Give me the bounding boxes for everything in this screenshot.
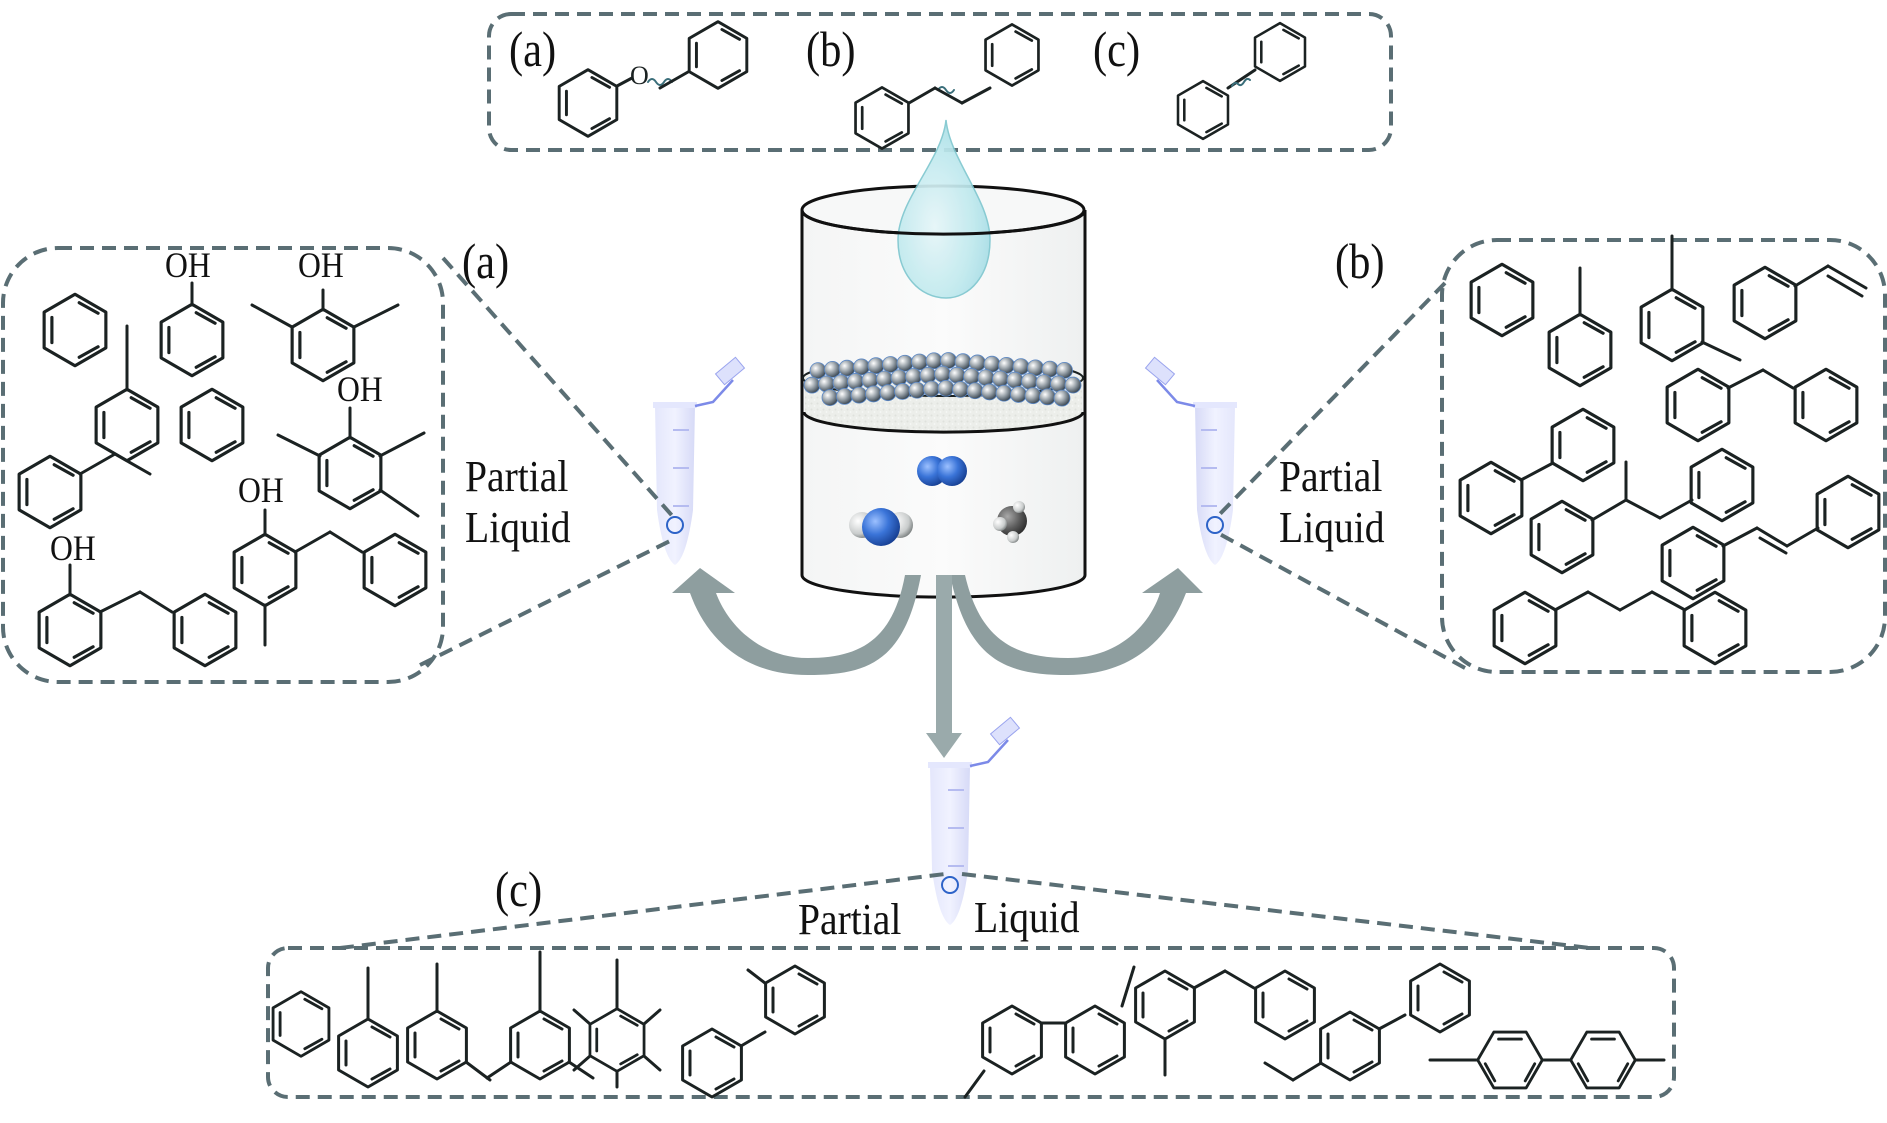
reactor (800, 119, 1087, 599)
catalyst-particle (981, 383, 998, 401)
diatomic-molecule-icon (917, 456, 967, 486)
tube-cap (989, 716, 1021, 746)
catalyst-particle (995, 384, 1013, 402)
tube-body (930, 766, 970, 925)
tube-cap (714, 356, 746, 386)
svg-text:O: O (630, 61, 649, 90)
tube-rim (928, 762, 972, 768)
liquid-text: Liquid (1279, 502, 1385, 552)
panel-b-molecules (1458, 234, 1881, 666)
panel-b-border (1440, 238, 1887, 674)
catalyst-particle-layer (802, 352, 1084, 407)
molecule-biphenyl (1176, 21, 1307, 141)
methane-molecule-icon (993, 501, 1027, 543)
catalyst-particle (1024, 387, 1042, 405)
oh-label: OH (298, 245, 344, 285)
oh-label: OH (337, 369, 383, 409)
tube-hinge (694, 379, 734, 408)
catalyst-particle (836, 387, 853, 405)
ammonia-like-molecule-icon (849, 508, 913, 546)
sample-tube-left (653, 356, 746, 565)
partial-text: Partial (465, 452, 569, 501)
oh-label: OH (50, 528, 96, 568)
catalyst-particle (1053, 389, 1071, 407)
panel-a-liquid-label: Partial Liquid (465, 452, 571, 553)
molecule-benzyl-phenyl-ether: O (557, 20, 749, 138)
panel-a-molecules (17, 281, 428, 668)
sample-point-marker (666, 516, 684, 534)
tube-hinge (1156, 379, 1196, 408)
catalyst-particle (1021, 372, 1038, 390)
panel-b-liquid-label: Partial Liquid (1279, 452, 1385, 553)
panel-b-label: (b) (1335, 233, 1385, 289)
panel-c-molecules (271, 950, 1666, 1099)
tube-rim (1193, 402, 1237, 408)
catalyst-particle (923, 380, 940, 398)
partial-text: Partial (1279, 452, 1383, 501)
catalyst-particle (963, 368, 980, 385)
top-panel: O (487, 12, 1393, 152)
catalyst-particle (1039, 388, 1056, 406)
catalyst-particle (1006, 371, 1024, 389)
panel-b (1214, 234, 1887, 674)
sample-point-marker (941, 876, 959, 894)
catalyst-particle (1064, 376, 1082, 394)
catalyst-particle (952, 381, 969, 398)
molecule-bibenzyl (854, 23, 1040, 150)
catalyst-particle (879, 384, 897, 402)
oh-label: OH (165, 245, 211, 285)
catalyst-particle (992, 370, 1009, 388)
catalyst-particle (1035, 374, 1053, 391)
panel-c-liquid-liquid: Liquid (974, 893, 1080, 942)
tube-hinge (969, 739, 1009, 768)
catalyst-particle (908, 381, 926, 399)
tube-body (655, 406, 695, 565)
sample-point-marker (1206, 516, 1224, 534)
catalyst-particle (937, 379, 955, 397)
sample-tube-right (1144, 356, 1237, 565)
panel-a-label: (a) (462, 233, 510, 289)
sample-tube-bottom (928, 716, 1021, 925)
top-label-b: (b) (806, 21, 856, 77)
panel-a (1, 246, 678, 684)
panel-a-border (1, 246, 445, 684)
arrow-to-bottom-tube (926, 575, 962, 758)
catalyst-particle (1010, 386, 1027, 403)
tube-rim (653, 402, 697, 408)
catalyst-particle (977, 369, 995, 387)
panel-c-label: (c) (495, 861, 543, 917)
catalyst-particle (821, 389, 839, 407)
catalyst-particle (850, 386, 868, 404)
oh-label: OH (238, 470, 284, 510)
panel-c-liquid-partial: Partial (798, 895, 902, 944)
flow-arrows (672, 568, 1203, 758)
panel-c (266, 872, 1676, 1099)
droplet-icon (897, 119, 991, 299)
top-panel-border (487, 12, 1393, 152)
arrow-to-right-tube (950, 568, 1203, 675)
catalyst-particle (1050, 375, 1067, 393)
catalyst-particle (803, 376, 821, 394)
catalyst-particle (948, 366, 966, 384)
tube-body (1195, 406, 1235, 565)
top-label-a: (a) (509, 21, 557, 77)
panel-c-border (266, 946, 1676, 1099)
catalyst-particle (894, 383, 911, 400)
top-label-c: (c) (1093, 21, 1141, 77)
liquid-text: Liquid (465, 502, 571, 552)
catalyst-particle (966, 382, 984, 400)
catalyst-particle (865, 385, 882, 403)
catalyst-particle (934, 365, 951, 383)
arrow-to-left-tube (672, 568, 921, 675)
tube-cap (1144, 356, 1176, 386)
